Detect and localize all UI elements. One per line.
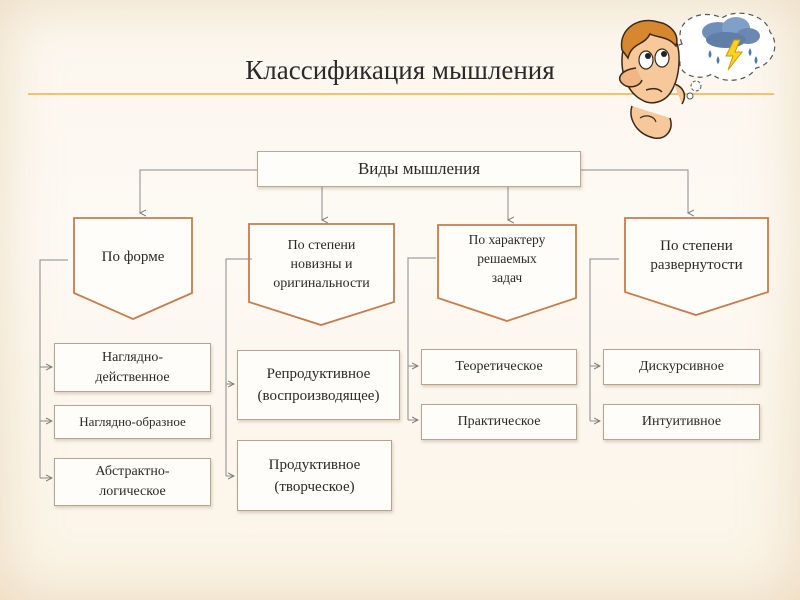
branch-connectors bbox=[39, 257, 619, 478]
category-shape-novelty bbox=[248, 223, 395, 326]
leaf-box-abstract-logical: Абстрактно- логическое bbox=[54, 458, 211, 506]
leaf-label: Продуктивное (творческое) bbox=[268, 456, 361, 495]
root-box: Виды мышления bbox=[257, 151, 581, 187]
slide-title: Классификация мышления bbox=[245, 55, 555, 85]
leaf-box-theoretical: Теоретическое bbox=[421, 349, 577, 385]
thinking-man-icon bbox=[618, 19, 686, 139]
root-connectors bbox=[140, 169, 688, 220]
leaf-box-visual-action: Наглядно- действенное bbox=[54, 343, 211, 392]
category-label-novelty: По степени новизны и оригинальности bbox=[273, 237, 370, 291]
leaf-box-productive: Продуктивное (творческое) bbox=[237, 440, 392, 511]
leaf-box-practical: Практическое bbox=[421, 404, 577, 440]
lightning-bolt-icon bbox=[725, 39, 744, 71]
category-shape-expansion bbox=[624, 217, 769, 316]
leaf-label: Практическое bbox=[457, 414, 541, 429]
leaf-box-discursive: Дискурсивное bbox=[603, 349, 760, 385]
leaf-label: Теоретическое bbox=[455, 359, 543, 374]
leaf-label: Репродуктивное (воспроизводящее) bbox=[257, 366, 380, 404]
category-label-expansion: По степени развернутости bbox=[650, 238, 743, 273]
leaf-label: Наглядно-образное bbox=[79, 414, 186, 429]
leaf-label: Интуитивное bbox=[641, 414, 722, 429]
root-label: Виды мышления bbox=[357, 159, 481, 178]
leaf-label: Наглядно- действенное bbox=[95, 349, 170, 385]
leaf-box-reproductive: Репродуктивное (воспроизводящее) bbox=[237, 350, 400, 420]
category-label-form: По форме bbox=[101, 248, 165, 265]
title-underline bbox=[28, 93, 774, 95]
leaf-box-visual-imaginative: Наглядно-образное bbox=[54, 405, 211, 439]
thinking-man-illustration bbox=[618, 12, 776, 139]
category-shape-form bbox=[73, 217, 193, 320]
category-label-tasks: По характеру решаемых задач bbox=[468, 231, 546, 285]
leaf-label: Абстрактно- логическое bbox=[95, 464, 170, 499]
category-shape-tasks bbox=[437, 224, 577, 322]
leaf-label: Дискурсивное bbox=[638, 359, 725, 374]
leaf-box-intuitive: Интуитивное bbox=[603, 404, 760, 440]
raindrop-icon bbox=[708, 48, 758, 64]
